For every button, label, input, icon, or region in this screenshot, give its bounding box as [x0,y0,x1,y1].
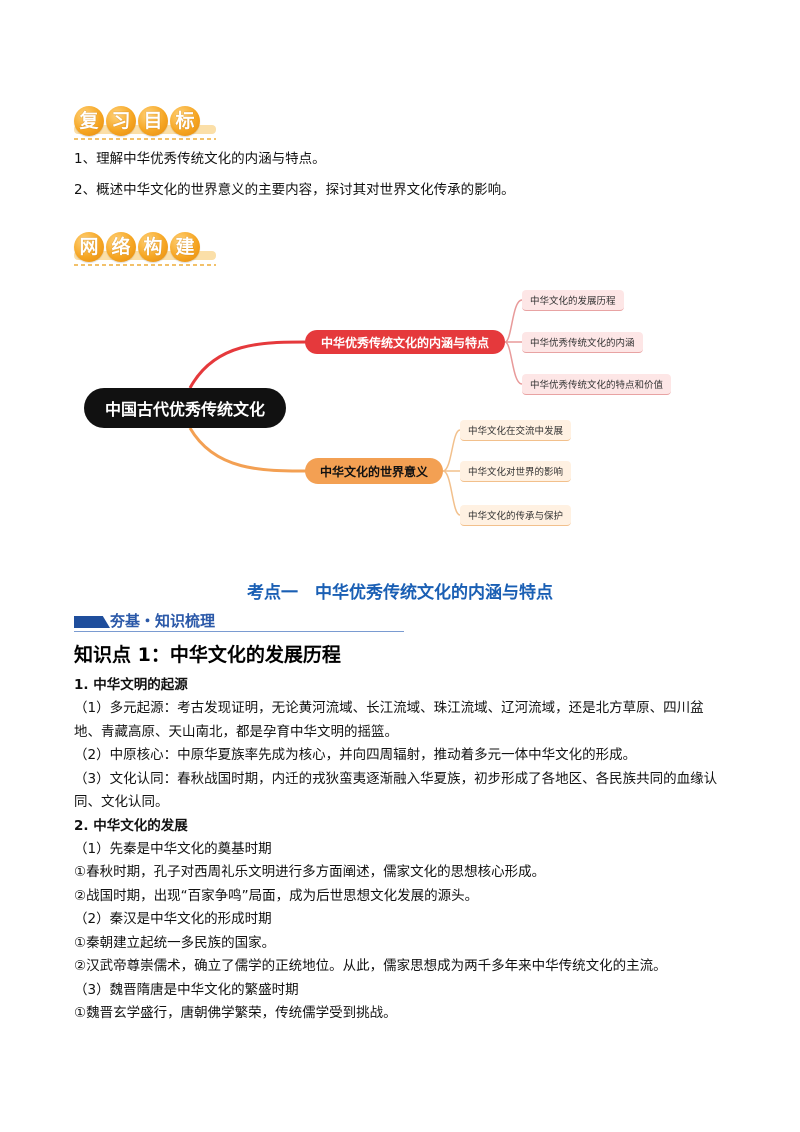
badge-char: 构 [138,232,168,262]
section-banner: 夯基・知识梳理 [74,610,404,632]
subheading: 1. 中华文明的起源 [74,677,188,693]
paragraph: （2）中原核心：中原华夏族率先成为核心，并向四周辐射，推动着多元一体中华文化的形… [74,747,637,763]
connector-root-branch1 [188,340,309,389]
network-badge: 网 络 构 建 [74,218,216,266]
paragraph: （2）秦汉是中华文化的形成时期 [74,911,272,927]
mindmap-branch-2: 中华文化的世界意义 [305,458,443,484]
mindmap-leaf: 中华文化对世界的影响 [460,461,572,482]
paragraph: ①春秋时期，孔子对西周礼乐文明进行多方面阐述，儒家文化的思想核心形成。 [74,864,546,880]
mind-map-connectors [188,299,523,516]
mindmap-leaf: 中华优秀传统文化的特点和价值 [522,374,672,395]
connector-branch1-leaf3 [504,341,523,385]
badge-char: 络 [106,232,136,262]
paragraph: ①魏晋玄学盛行，唐朝佛学繁荣，传统儒学受到挑战。 [74,1005,397,1021]
subheading: 2. 中华文化的发展 [74,817,188,834]
goal-item-1: 1、理解中华优秀传统文化的内涵与特点。 [74,151,326,167]
badge-char: 建 [170,232,200,262]
mindmap-leaf: 中华优秀传统文化的内涵 [522,332,643,353]
paragraph: ②战国时期，出现“百家争鸣”局面，成为后世思想文化发展的源头。 [74,887,479,904]
mindmap-leaf: 中华文化的传承与保护 [460,505,572,526]
mindmap-leaf: 中华文化在交流中发展 [460,420,572,441]
goals-badge: 复 习 目 标 [74,92,216,140]
connector-branch2-leaf1 [442,429,461,472]
badge-char: 目 [138,106,168,136]
paragraph: ①秦朝建立起统一多民族的国家。 [74,934,276,951]
paragraph: （3）魏晋隋唐是中华文化的繁盛时期 [74,981,299,998]
badge-char: 习 [106,106,136,136]
goal-item-2: 2、概述中华文化的世界意义的主要内容，探讨其对世界文化传承的影响。 [74,182,515,198]
badge-char: 网 [74,232,104,262]
banner-label: 夯基・知识梳理 [110,612,216,630]
paragraph: （1）先秦是中华文化的奠基时期 [74,840,272,857]
mindmap-leaf: 中华文化的发展历程 [522,290,624,311]
mind-map: 中国古代优秀传统文化 中华优秀传统文化的内涵与特点 中华文化的世界意义 中华文化… [0,270,800,540]
mindmap-branch-1: 中华优秀传统文化的内涵与特点 [305,330,505,354]
paragraph: （1）多元起源：考古发现证明，无论黄河流域、长江流域、珠江流域、辽河流域，还是北… [74,700,704,740]
connector-branch2-leaf3 [442,470,461,516]
badge-char: 复 [74,106,104,136]
badge-char: 标 [170,106,200,136]
paragraph: （3）文化认同：春秋战国时期，内迁的戎狄蛮夷逐渐融入华夏族，初步形成了各地区、各… [74,770,718,811]
connector-branch1-leaf1 [504,299,523,343]
knowledge-point-title: 知识点 1：中华文化的发展历程 [74,644,341,666]
paragraph: ②汉武帝尊崇儒术，确立了儒学的正统地位。从此，儒家思想成为两千多年来中华传统文化… [74,958,667,974]
section-title: 考点一 中华优秀传统文化的内涵与特点 [247,583,553,603]
banner-rule [74,631,404,632]
content-body: 1. 中华文明的起源 （1）多元起源：考古发现证明，无论黄河流域、长江流域、珠江… [74,674,726,1026]
connector-root-branch2 [188,427,309,473]
banner-shape [74,616,110,628]
mindmap-root: 中国古代优秀传统文化 [84,388,286,428]
